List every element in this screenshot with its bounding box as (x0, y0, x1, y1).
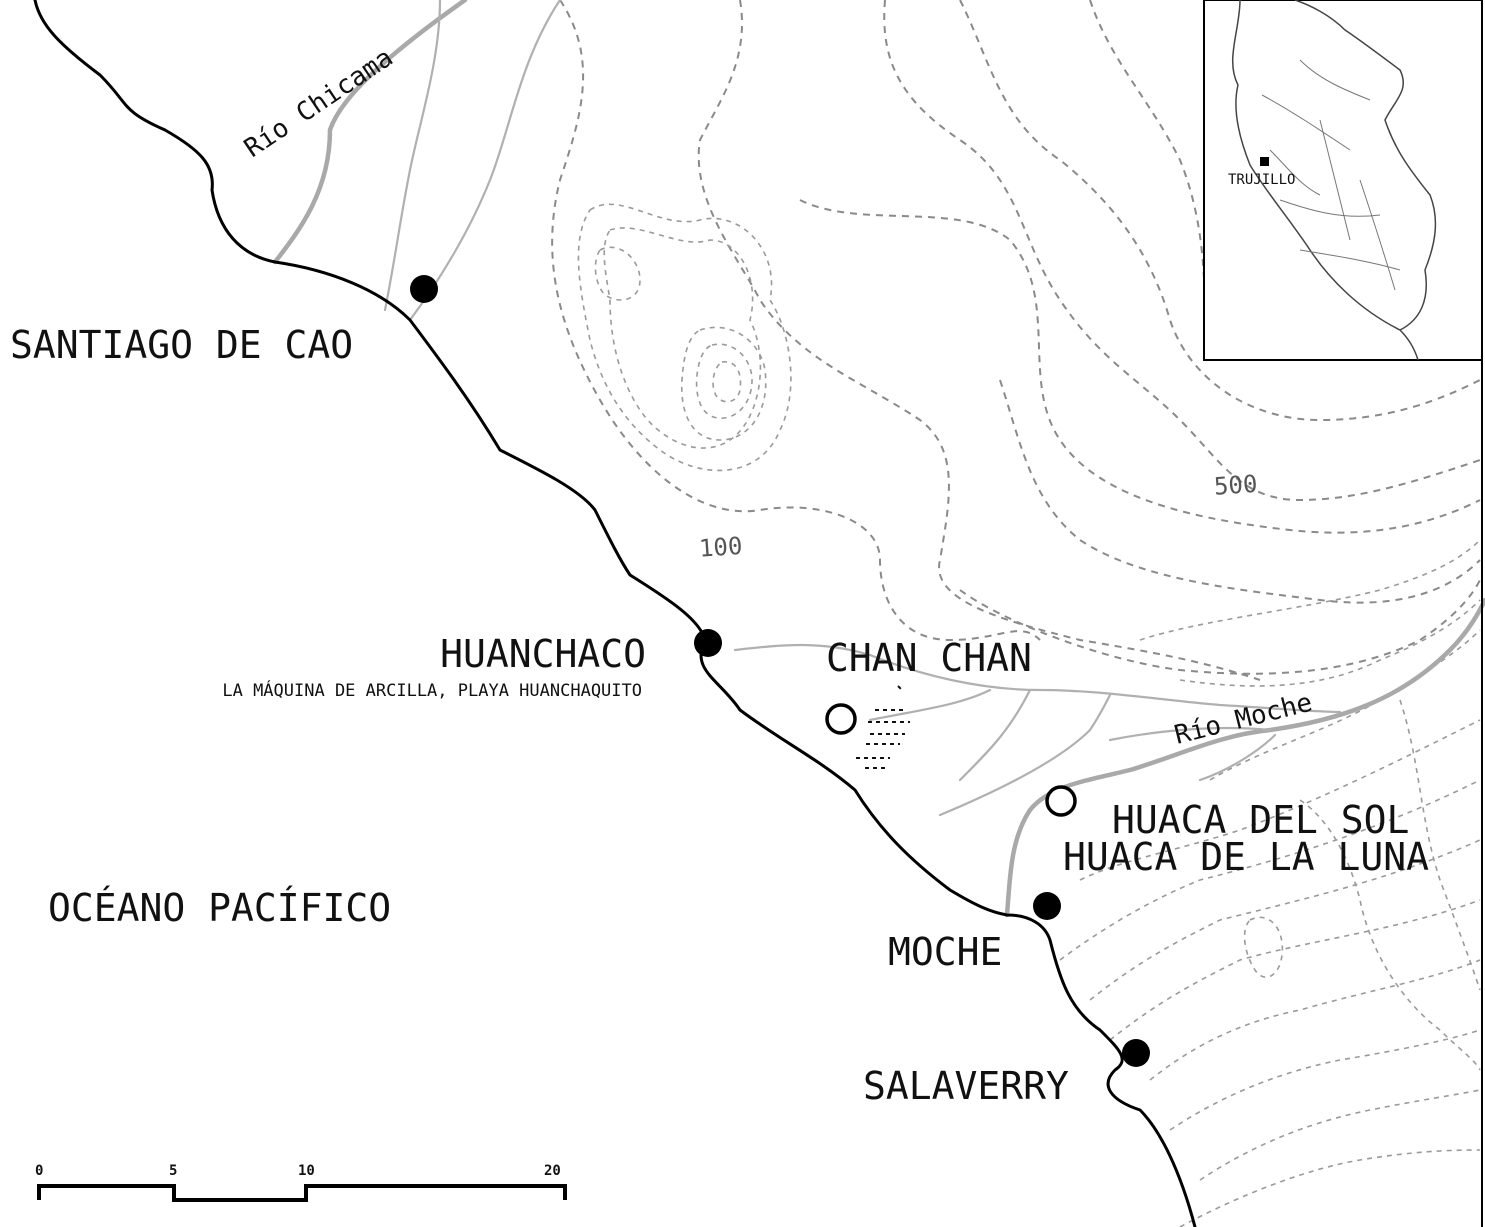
scale-tick-5: 5 (169, 1163, 177, 1179)
moche-marker (1033, 892, 1061, 920)
huaca-marker (1045, 785, 1077, 817)
label-oceano-pacifico: OCÉANO PACÍFICO (48, 886, 391, 930)
inset-locator-map: TRUJILLO (1203, 0, 1483, 361)
rivers (272, 0, 1485, 918)
scale-tick-20: 20 (544, 1163, 561, 1179)
label-huanchaco-sub: LA MÁQUINA DE ARCILLA, PLAYA HUANCHAQUIT… (222, 679, 642, 701)
label-rio-chicama: Río Chicama (239, 43, 399, 164)
contour-lines (551, 0, 1481, 1227)
rio-moche-line (1004, 597, 1485, 918)
scale-tick-10: 10 (298, 1163, 315, 1179)
santiago-de-cao-marker (410, 275, 438, 303)
label-trujillo: TRUJILLO (1228, 172, 1295, 188)
label-salaverry: SALAVERRY (863, 1064, 1069, 1108)
coastline (33, 0, 1197, 1227)
scale-tick-0: 0 (35, 1163, 43, 1179)
peru-outline (1231, 0, 1437, 361)
salaverry-marker (1122, 1039, 1150, 1067)
rio-chicama-line (272, 0, 468, 265)
label-moche: MOCHE (888, 930, 1002, 974)
huanchaco-marker (694, 629, 722, 657)
label-contour-500: 500 (1213, 470, 1258, 501)
chan-chan-marker (825, 703, 857, 735)
label-santiago-de-cao: SANTIAGO DE CAO (10, 323, 353, 367)
label-chan-chan: CHAN CHAN (826, 636, 1032, 680)
scale-bar: 0 5 10 20 (35, 1163, 567, 1202)
site-markers (410, 275, 1150, 1067)
label-huaca-del-sol: HUACA DEL SOL (1112, 798, 1409, 842)
chan-chan-ruins (856, 685, 910, 769)
label-huanchaco: HUANCHACO (440, 632, 646, 676)
label-contour-100: 100 (698, 532, 743, 563)
trujillo-marker (1260, 157, 1269, 166)
label-huaca-de-la-luna: HUACA DE LA LUNA (1063, 835, 1429, 879)
